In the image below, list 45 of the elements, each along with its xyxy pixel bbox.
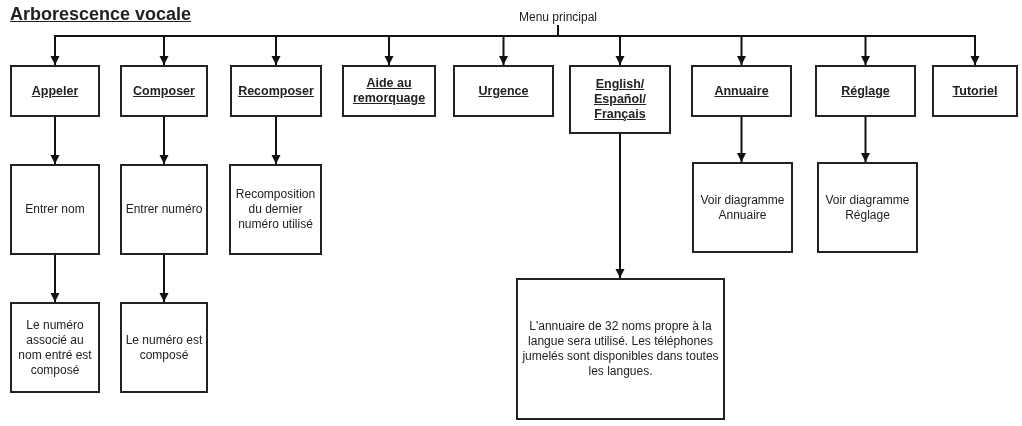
arrow [615, 133, 625, 279]
step-box [817, 162, 918, 253]
arrow [159, 254, 169, 303]
menu-box [691, 65, 792, 117]
menu-box [230, 65, 322, 117]
menu-label: Menu principal [505, 9, 611, 25]
step-text: Le numéro associé au nom entré est composé [17, 317, 93, 378]
arrow [557, 24, 980, 66]
arrow [50, 116, 60, 165]
menu-title: Appeler [31, 83, 79, 99]
menu-title: Tutoriel [952, 83, 998, 99]
step-box [10, 164, 100, 255]
menu-box [120, 65, 208, 117]
menu-title: Aide au remorquage [351, 76, 427, 106]
arrow [737, 116, 746, 163]
step-text: Voir diagramme Annuaire [699, 192, 786, 223]
step-text: Recomposition du dernier numéro utilisé [234, 187, 317, 232]
menu-box [10, 65, 100, 117]
diagram-title: Arborescence vocale [10, 4, 192, 25]
menu-title: English/ Español/ Français [592, 77, 648, 122]
step-box [692, 162, 793, 253]
menu-box [453, 65, 554, 117]
menu-title: Recomposer [238, 83, 314, 99]
menu-box [342, 65, 436, 117]
menu-title: Composer [133, 83, 195, 99]
step-text: Le numéro est composé [125, 332, 203, 363]
menu-title: Urgence [478, 83, 529, 99]
step-box [10, 302, 100, 393]
arrow [50, 254, 60, 303]
arrow [271, 116, 281, 165]
arrow [159, 116, 169, 165]
step-box [120, 164, 208, 255]
menu-box [569, 65, 671, 134]
menu-box [932, 65, 1018, 117]
step-box [120, 302, 208, 393]
step-text: Entrer nom [25, 202, 85, 217]
step-box [516, 278, 725, 420]
step-text: L'annuaire de 32 noms propre à la langue sera utilisé. Les téléphones jumelés sont disponibles dans toutes les langues. [521, 319, 720, 379]
arrow [861, 116, 870, 163]
menu-title: Annuaire [714, 83, 769, 99]
step-text: Voir diagramme Réglage [824, 192, 911, 223]
step-text: Entrer numéro [125, 202, 203, 217]
step-box [229, 164, 322, 255]
menu-title: Réglage [841, 83, 890, 99]
menu-box [815, 65, 916, 117]
